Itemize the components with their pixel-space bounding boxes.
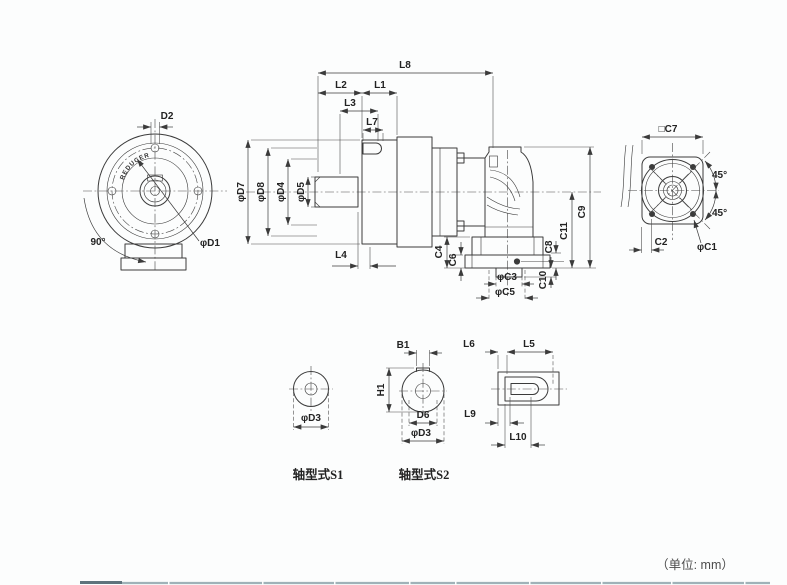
dim-label-90deg: 90° <box>90 237 105 248</box>
unit-note: （单位: mm） <box>656 557 734 572</box>
dim-label-d6: D6 <box>417 410 430 421</box>
input-flange-view: □C7 45° 45° C2 φC1 <box>620 124 727 253</box>
dim-label-l8: L8 <box>399 60 411 71</box>
dim-label-d2: D2 <box>161 111 174 122</box>
dim-label-c2: C2 <box>655 237 668 248</box>
reducer-brand-text: REDUCER <box>119 152 151 181</box>
dim-label-d5: φD5 <box>296 182 307 202</box>
dim-label-l5: L5 <box>523 339 535 350</box>
shaft-type-s1-view: φD3 轴型式S1 <box>289 366 343 482</box>
dim-label-c3: φC3 <box>497 272 517 283</box>
dim-label-c1: φC1 <box>697 242 717 253</box>
dim-label-d4: φD4 <box>276 182 287 202</box>
dim-label-c6: C6 <box>448 253 459 266</box>
dim-label-h1: H1 <box>376 383 387 396</box>
dim-label-45-top: 45° <box>712 170 727 181</box>
dim-label-d7: φD7 <box>236 182 247 202</box>
dim-label-l2: L2 <box>335 80 347 91</box>
dim-label-b1: B1 <box>397 340 410 351</box>
dim-label-s2-d3: φD3 <box>411 428 431 439</box>
dim-label-d8: φD8 <box>256 182 267 202</box>
dim-label-l4: L4 <box>335 250 347 261</box>
spec-table-top-edge <box>80 581 770 585</box>
dim-label-l6: L6 <box>463 339 475 350</box>
dim-label-c7: □C7 <box>659 124 678 135</box>
dim-label-l10: L10 <box>509 432 527 443</box>
dim-label-l3: L3 <box>344 98 356 109</box>
dim-label-c9: C9 <box>577 205 588 218</box>
dim-label-c11: C11 <box>559 222 570 240</box>
shaft-s1-caption: 轴型式S1 <box>293 467 344 482</box>
dim-label-l9: L9 <box>464 409 476 420</box>
dim-label-d1: φD1 <box>200 238 220 249</box>
dim-label-s1-d3: φD3 <box>301 413 321 424</box>
hollow-shaft-section-view: L6 L5 L9 L10 <box>463 339 567 448</box>
dim-label-c8: C8 <box>544 240 555 253</box>
dim-label-c5: φC5 <box>495 287 515 298</box>
dim-label-l1: L1 <box>374 80 386 91</box>
dim-label-45-bottom: 45° <box>712 208 727 219</box>
dim-label-c10: C10 <box>538 270 549 289</box>
shaft-type-s2-view: B1 H1 D6 φD3 轴型式S2 <box>376 340 449 482</box>
dim-label-l7: L7 <box>366 117 378 128</box>
dim-label-c4: C4 <box>434 245 445 258</box>
front-view: REDUCER D2 φD1 90° <box>83 111 227 272</box>
side-view-dimensions: L8 L2 L1 L3 L7 L4 φD7 φD8 φD <box>236 60 596 301</box>
shaft-s2-caption: 轴型式S2 <box>399 467 450 482</box>
